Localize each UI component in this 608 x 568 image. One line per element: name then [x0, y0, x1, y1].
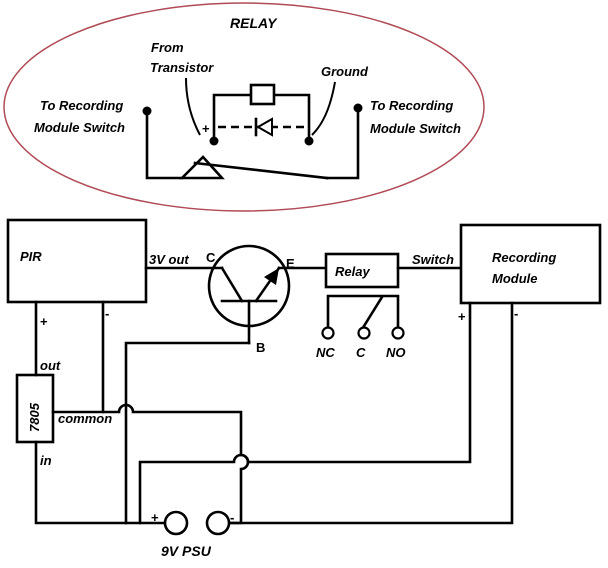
relay-no-label: NO [386, 345, 406, 360]
psu-label: 9V PSU [161, 543, 212, 559]
regulator-common-label: common [58, 411, 112, 426]
transistor-c-label: C [206, 250, 216, 265]
transistor-emitter-arrow [264, 268, 279, 285]
relay-detail-oval [3, 2, 485, 212]
ground-leader [311, 81, 336, 136]
relay-detail-left-switch-label-1: To Recording [40, 98, 123, 113]
relay-detail: RELAY From Transistor Ground To Recordin… [3, 2, 485, 212]
relay-detail-plus: + [202, 121, 210, 136]
transistor-base-wire [124, 341, 251, 525]
transistor-b-label: B [256, 340, 265, 355]
relay-c-label: C [356, 345, 366, 360]
relay-contact-bracket [326, 294, 400, 328]
switch-pivot [178, 155, 225, 180]
coil-plus-terminal [209, 136, 219, 146]
regulator-common-wire [51, 403, 250, 525]
from-transistor-leader [185, 77, 201, 136]
relay-detail-title: RELAY [230, 15, 278, 31]
psu-minus-terminal [205, 510, 231, 536]
relay-switch-label: Switch [412, 252, 454, 267]
psu-plus-terminal [163, 510, 189, 536]
pir-out-label: 3V out [149, 252, 189, 267]
regulator-in-wire [34, 440, 166, 525]
relay-detail-left-switch-label-2: Module Switch [34, 120, 125, 135]
relay-nc-label: NC [316, 345, 335, 360]
relay-common-arm [362, 295, 384, 328]
switch-arm [193, 161, 329, 180]
coil-resistor [249, 83, 276, 106]
relay-detail-transistor-label: Transistor [150, 60, 214, 75]
regulator-label: 7805 [27, 402, 42, 432]
pir-plus: + [40, 314, 48, 329]
relay-detail-right-switch-label-2: Module Switch [370, 121, 461, 136]
recording-module-minus: - [514, 306, 518, 321]
pir-module [6, 218, 148, 304]
diode-arrow [255, 117, 273, 137]
relay-label: Relay [335, 264, 370, 279]
transistor: C E B [206, 244, 295, 355]
relay-detail-ground-label: Ground [321, 64, 369, 79]
relay-no-terminal [391, 326, 405, 340]
relay-detail-right-switch-label-1: To Recording [370, 98, 453, 113]
transistor-e-label: E [286, 256, 295, 271]
regulator-in-label: in [40, 453, 52, 468]
recording-plus-wire [138, 301, 472, 525]
relay-c-terminal [357, 326, 371, 340]
psu-minus-label: - [230, 510, 234, 525]
transistor-collector-lead [220, 266, 244, 303]
recording-minus-wire [228, 301, 514, 525]
psu-plus-label: + [151, 510, 159, 525]
recording-module-plus: + [458, 309, 466, 324]
pir-label: PIR [20, 249, 42, 264]
recording-module-label-2: Module [492, 271, 538, 286]
left-switch-terminal [142, 106, 152, 116]
pir-minus: - [105, 306, 109, 321]
regulator-out-label: out [40, 358, 61, 373]
coil-ground-terminal [304, 136, 314, 146]
left-switch-wire [145, 114, 184, 180]
recording-module-label-1: Recording [492, 250, 556, 265]
recording-module [459, 223, 602, 305]
relay-nc-terminal [321, 326, 335, 340]
relay-module [324, 252, 400, 289]
right-switch-terminal [353, 103, 363, 113]
relay-detail-from-label: From [151, 40, 184, 55]
right-switch-wire [325, 111, 360, 180]
